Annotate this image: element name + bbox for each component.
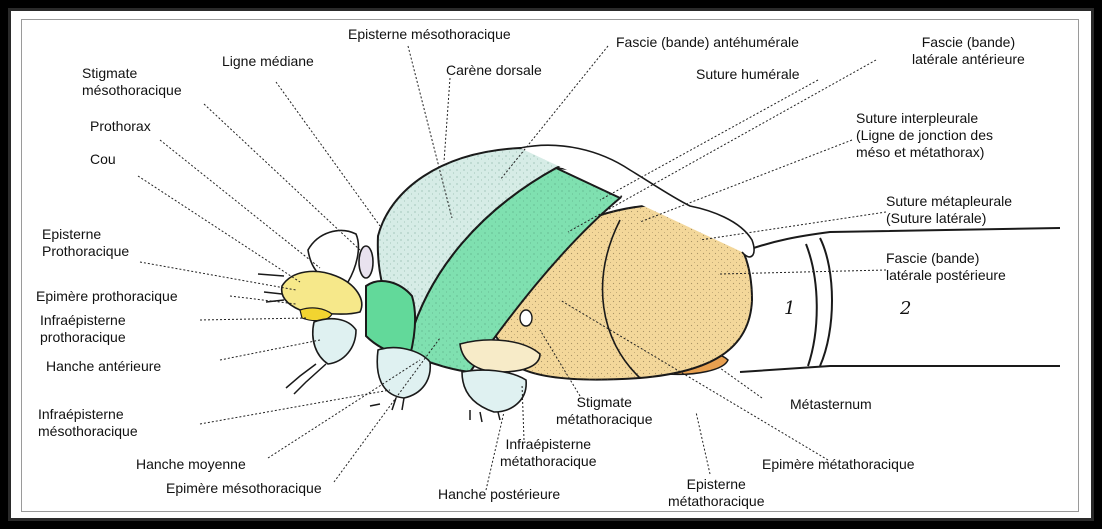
label-suture-metapleurale: Suture métapleurale(Suture latérale) <box>886 193 1012 227</box>
label-cou: Cou <box>90 151 116 168</box>
label-suture-humerale: Suture humérale <box>696 66 800 83</box>
abdomen-outline-bottom <box>740 366 1060 372</box>
label-epimere-mesothoracique: Epimère mésothoracique <box>166 480 322 497</box>
label-fascie-antehumerale: Fascie (bande) antéhumérale <box>616 34 799 51</box>
label-hanche-moyenne: Hanche moyenne <box>136 456 246 473</box>
abdomen-outline-top <box>742 228 1060 252</box>
mesothoracic-stigma <box>359 246 373 278</box>
label-metasternum: Métasternum <box>790 396 872 413</box>
label-segment-2: 2 <box>900 300 911 317</box>
segment-divider <box>820 238 832 366</box>
label-fascie-laterale-posterieure: Fascie (bande)latérale postérieure <box>886 250 1006 284</box>
label-carene-dorsale: Carène dorsale <box>446 62 542 79</box>
label-suture-interpleurale: Suture interpleurale(Ligne de jonction d… <box>856 110 993 161</box>
fore-coxa <box>313 319 356 364</box>
segment-divider-inner <box>806 244 817 366</box>
metathoracic-stigma <box>520 310 532 326</box>
label-ligne-mediane: Ligne médiane <box>222 53 314 70</box>
label-hanche-posterieure: Hanche postérieure <box>438 486 560 503</box>
hind-coxa <box>462 370 526 412</box>
label-epimere-metathoracique: Epimère métathoracique <box>762 456 915 473</box>
label-prothorax: Prothorax <box>90 118 151 135</box>
label-episterne-mesothoracique: Episterne mésothoracique <box>348 26 511 43</box>
label-epimere-prothoracique: Epimère prothoracique <box>36 288 178 305</box>
label-segment-1: 1 <box>784 300 795 317</box>
mesepimeron-shape <box>366 281 415 356</box>
label-fascie-laterale-anterieure: Fascie (bande)latérale antérieure <box>912 34 1025 68</box>
label-hanche-anterieure: Hanche antérieure <box>46 358 161 375</box>
